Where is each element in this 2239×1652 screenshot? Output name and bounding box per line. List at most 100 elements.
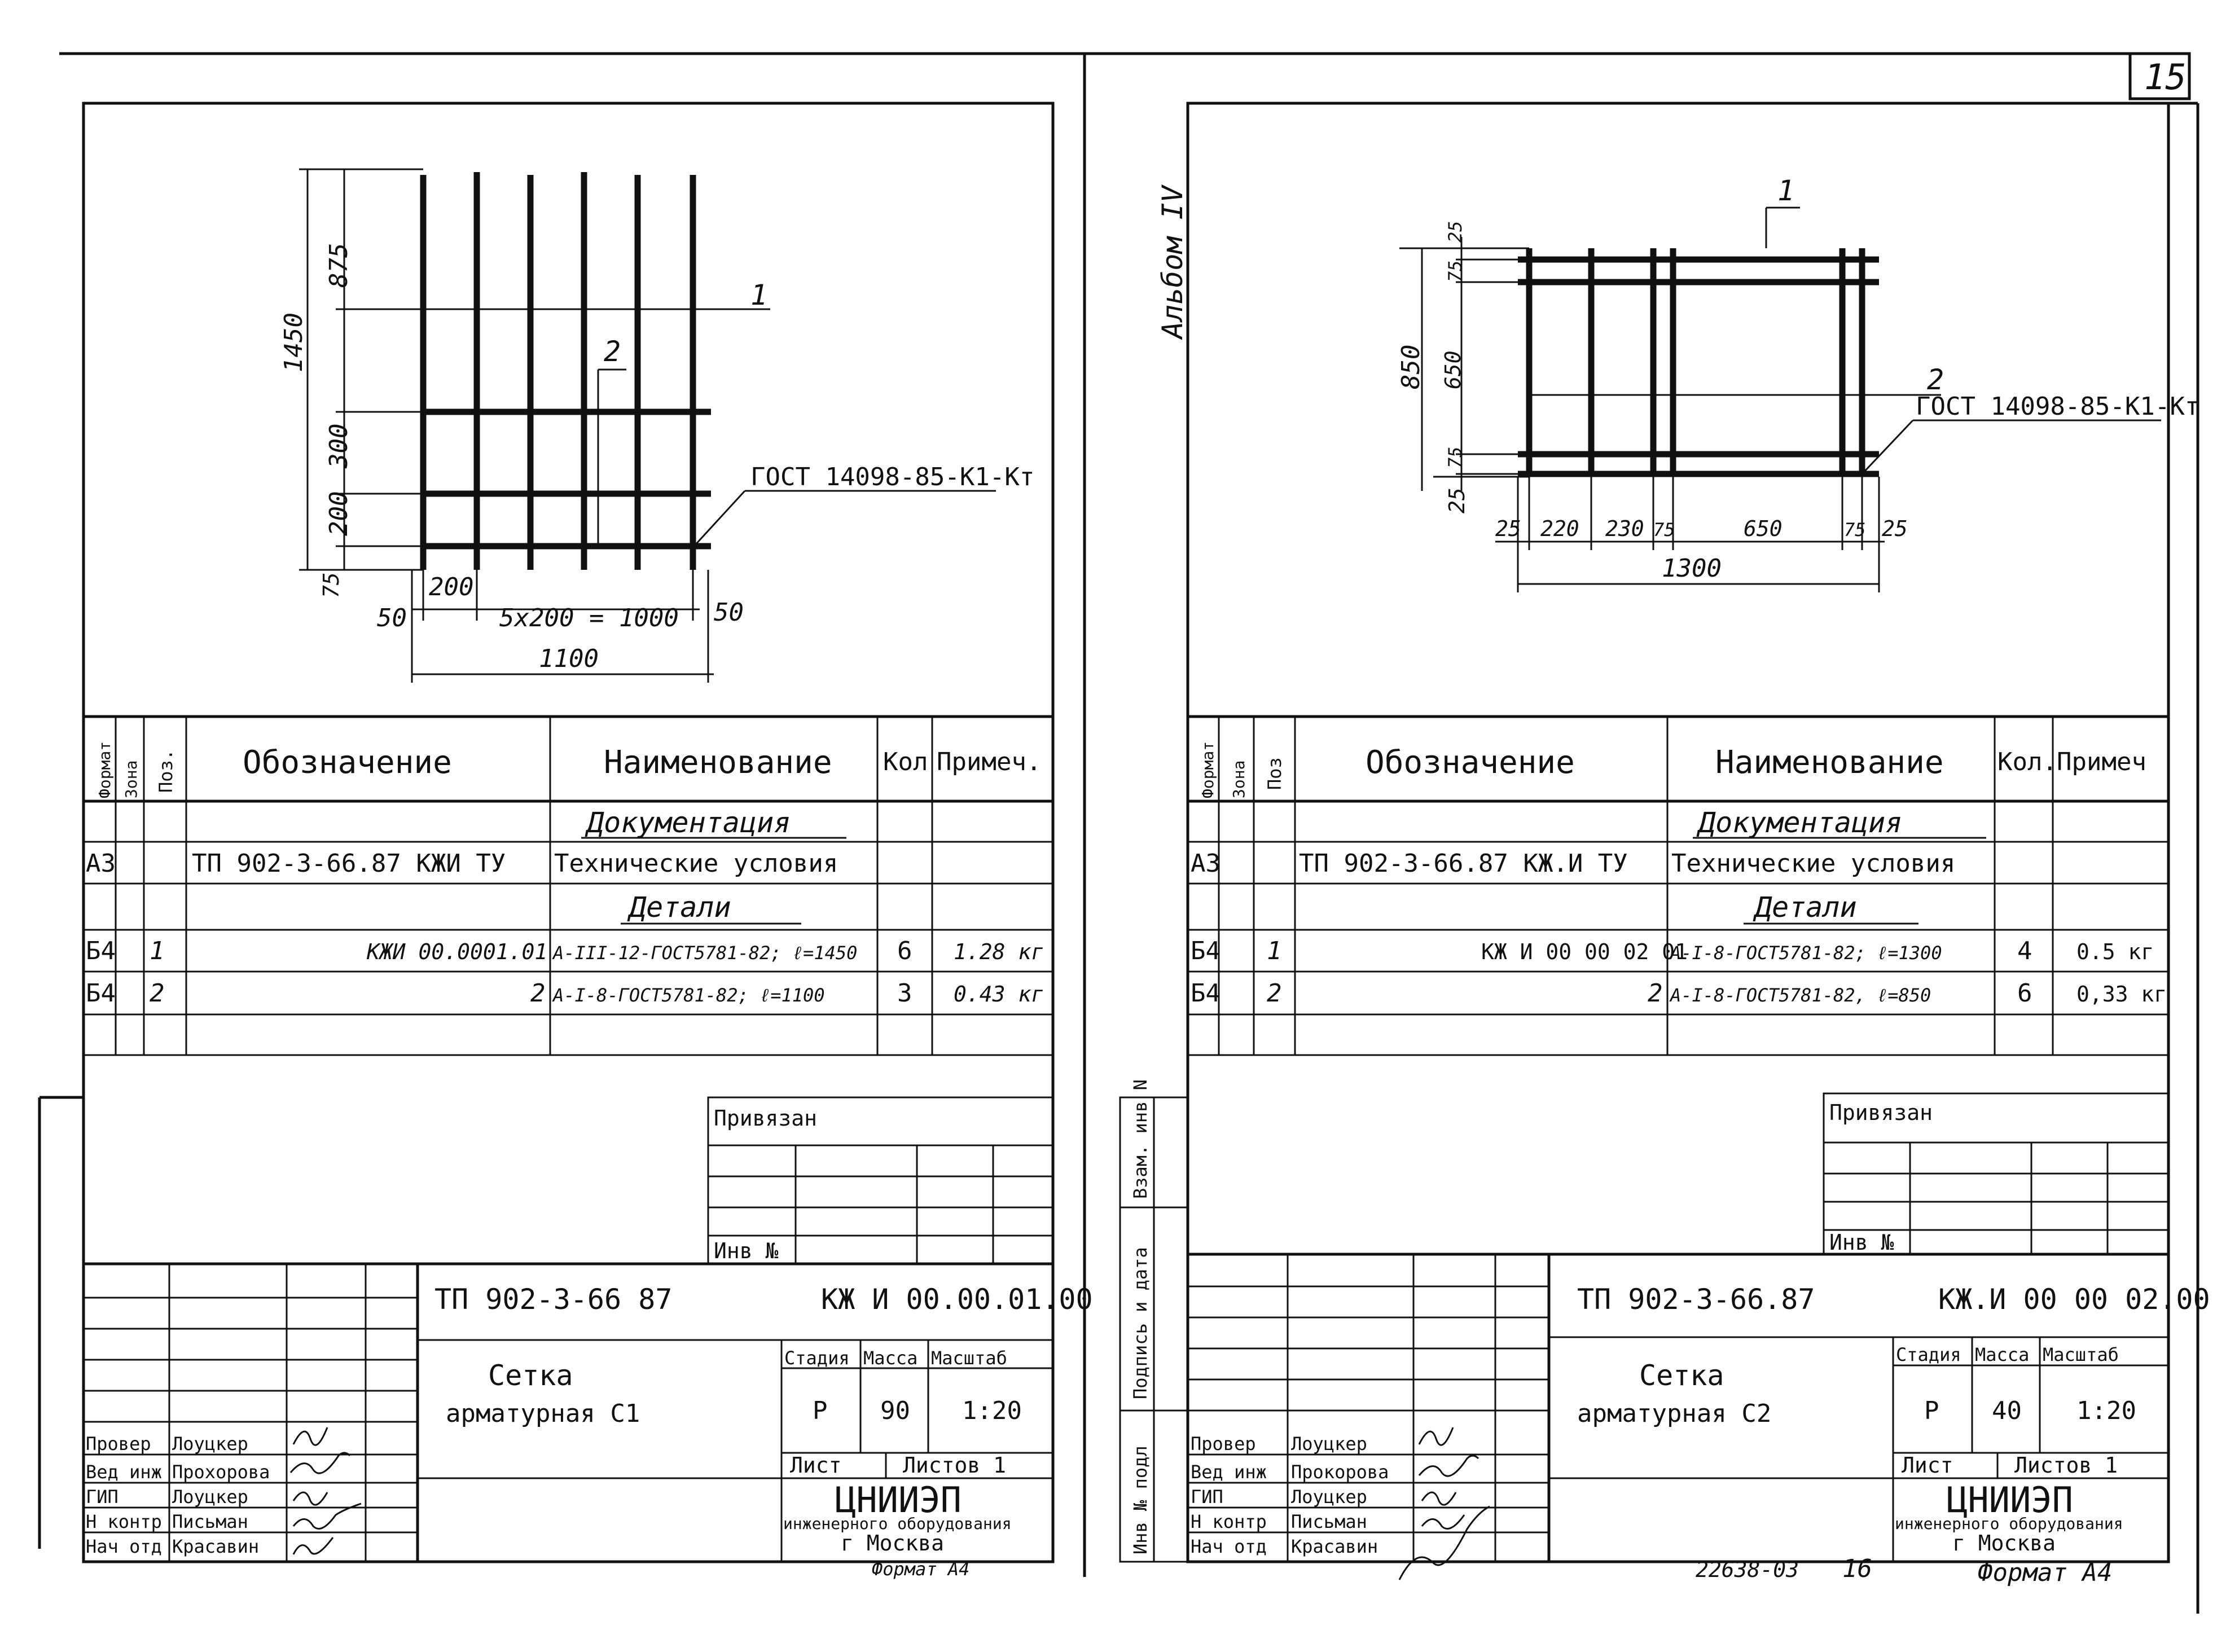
side-label: Взам. инв N — [1130, 1079, 1151, 1199]
scale-label: Масштаб — [931, 1347, 1007, 1369]
dim-25-bottom: 25 — [1445, 487, 1469, 513]
stage-label: Стадия — [784, 1347, 850, 1369]
dim-height-total: 1450 — [279, 313, 308, 372]
row-qty: 4 — [2017, 937, 2032, 965]
signature-mark — [292, 1427, 328, 1446]
signature-mark — [1421, 1514, 1465, 1530]
header-qty: Кол. — [1997, 748, 2057, 776]
stage-value: Р — [1924, 1396, 1939, 1425]
org-line3: г Москва — [1952, 1531, 2056, 1556]
gost-label: ГОСТ 14098-85-К1-Кт — [750, 463, 1034, 491]
privyazan-label: Привязан — [714, 1106, 817, 1131]
row-note: 0,33 кг — [2076, 982, 2167, 1007]
dim-h-75-left: 75 — [1653, 519, 1675, 541]
scale-value: 1:20 — [962, 1396, 1022, 1425]
person-name: Красавин — [172, 1536, 259, 1557]
signature-mark — [1418, 1455, 1480, 1477]
header-note: Примеч. — [937, 748, 1041, 776]
person-name: Письман — [1291, 1511, 1367, 1532]
row-qty: 6 — [897, 937, 912, 965]
row-name: А-I-8-ГОСТ5781-82, ℓ=850 — [1669, 985, 1931, 1006]
dim-step: 200 — [429, 573, 473, 601]
person-name: Лоуцкер — [1291, 1433, 1367, 1455]
row-qty: 6 — [2017, 979, 2032, 1008]
person-role: ГИП — [86, 1486, 118, 1508]
person-name: Лоуцкер — [172, 1433, 248, 1455]
dim-h-25-left: 25 — [1495, 516, 1521, 541]
row-format: Б4 — [86, 979, 116, 1008]
dim-right-edge: 50 — [714, 598, 744, 627]
scale-value: 1:20 — [2076, 1396, 2136, 1425]
row-format: Б4 — [1191, 937, 1221, 965]
person-role: Н контр — [86, 1511, 162, 1532]
dim-top: 25 — [1445, 221, 1466, 243]
dim-repeat: 5x200 = 1000 — [499, 604, 679, 632]
header-zone: Зона — [1230, 761, 1248, 798]
row-pos: 1 — [150, 937, 165, 965]
header-qty: Кол — [883, 748, 928, 776]
inv-no-label: Инв № — [714, 1238, 779, 1263]
person-role: Провер — [86, 1433, 151, 1455]
left-horizontal-dimensions: 200 50 5x200 = 1000 50 1100 — [377, 570, 744, 683]
signature-mark — [292, 1502, 362, 1530]
left-title-block: ТП 902-3-66 87 КЖ И 00.00.01.00 Сетка ар… — [84, 1262, 1093, 1580]
row-note: 0.5 кг — [2076, 939, 2154, 964]
callout-2: 2 — [604, 335, 621, 368]
footer-page: 16 — [1842, 1554, 1872, 1583]
format-label: Формат А4 — [1978, 1558, 2112, 1587]
row-designation: ТП 902-3-66.87 КЖИ ТУ — [192, 849, 506, 878]
header-designation: Обозначение — [243, 744, 452, 781]
left-privyazan-block: Привязан Инв № — [707, 1096, 1054, 1265]
stage-label: Стадия — [1896, 1344, 1961, 1365]
dim-h-650: 650 — [1744, 516, 1783, 541]
row-format: Б4 — [86, 937, 116, 965]
project-code: ТП 902-3-66.87 — [1577, 1283, 1815, 1316]
signature-mark — [292, 1491, 328, 1506]
person-name: Письман — [172, 1511, 248, 1532]
footer-code: 22638-03 — [1696, 1557, 1799, 1582]
doc-code: КЖ И 00.00.01.00 — [821, 1283, 1093, 1316]
signature-mark — [289, 1452, 351, 1474]
privyazan-label: Привязан — [1829, 1100, 1933, 1125]
row-designation: 2 — [530, 979, 546, 1008]
row-designation: ТП 902-3-66.87 КЖ.И ТУ — [1299, 849, 1628, 878]
header-name: Наименование — [604, 744, 832, 781]
org-line2: инженерного оборудования — [1895, 1514, 2123, 1533]
right-binding-strip: Инв № подл Подпись и дата Взам. инв N — [1119, 1079, 1189, 1563]
signature-mark — [292, 1537, 334, 1555]
dim-h-220: 220 — [1540, 516, 1579, 541]
person-role: Вед инж — [86, 1461, 162, 1483]
org-line2: инженерного оборудования — [783, 1514, 1012, 1533]
right-rebar-grid — [1518, 248, 1879, 477]
person-role: Провер — [1191, 1433, 1256, 1455]
right-horizontal-dimensions: 25 220 230 75 650 75 25 1300 — [1495, 477, 1908, 592]
left-rebar-grid — [420, 172, 711, 570]
dim-75-top: 75 — [1445, 260, 1466, 282]
sheet-label: Лист — [1902, 1453, 1953, 1478]
person-name: Прохорова — [172, 1461, 270, 1483]
sheets-label: Листов 1 — [903, 1453, 1006, 1478]
inv-no-label: Инв № — [1829, 1230, 1894, 1255]
row-name: Технические условия — [1671, 849, 1955, 878]
callout-1: 1 — [1777, 174, 1794, 207]
right-privyazan-block: Привязан Инв № — [1823, 1092, 2170, 1255]
row-name: А-I-8-ГОСТ5781-82; ℓ=1300 — [1669, 942, 1942, 964]
dim-low: 200 — [324, 491, 353, 536]
person-role: Нач отд — [86, 1536, 162, 1557]
dim-total-height: 850 — [1397, 345, 1425, 389]
section-parts: Детали — [627, 891, 731, 924]
person-name: Красавин — [1291, 1536, 1378, 1557]
row-designation: КЖ И 00 00 02 01 — [1481, 939, 1688, 964]
right-sheet: Альбом IV Инв № подл Подпись и дата Взам… — [1119, 102, 2210, 1614]
dim-h-25-right: 25 — [1882, 516, 1908, 541]
row-pos: 1 — [1267, 937, 1282, 965]
right-vertical-dimensions: 25 75 850 650 75 25 — [1397, 221, 1529, 513]
org-line3: г Москва — [841, 1531, 944, 1556]
header-designation: Обозначение — [1366, 744, 1575, 781]
row-qty: 3 — [897, 979, 912, 1008]
dim-bottom: 75 — [319, 572, 344, 598]
person-name: Лоуцкер — [1291, 1486, 1367, 1508]
scale-label: Масштаб — [2043, 1344, 2119, 1365]
dim-h-230: 230 — [1605, 516, 1644, 541]
section-parts: Детали — [1753, 891, 1857, 924]
